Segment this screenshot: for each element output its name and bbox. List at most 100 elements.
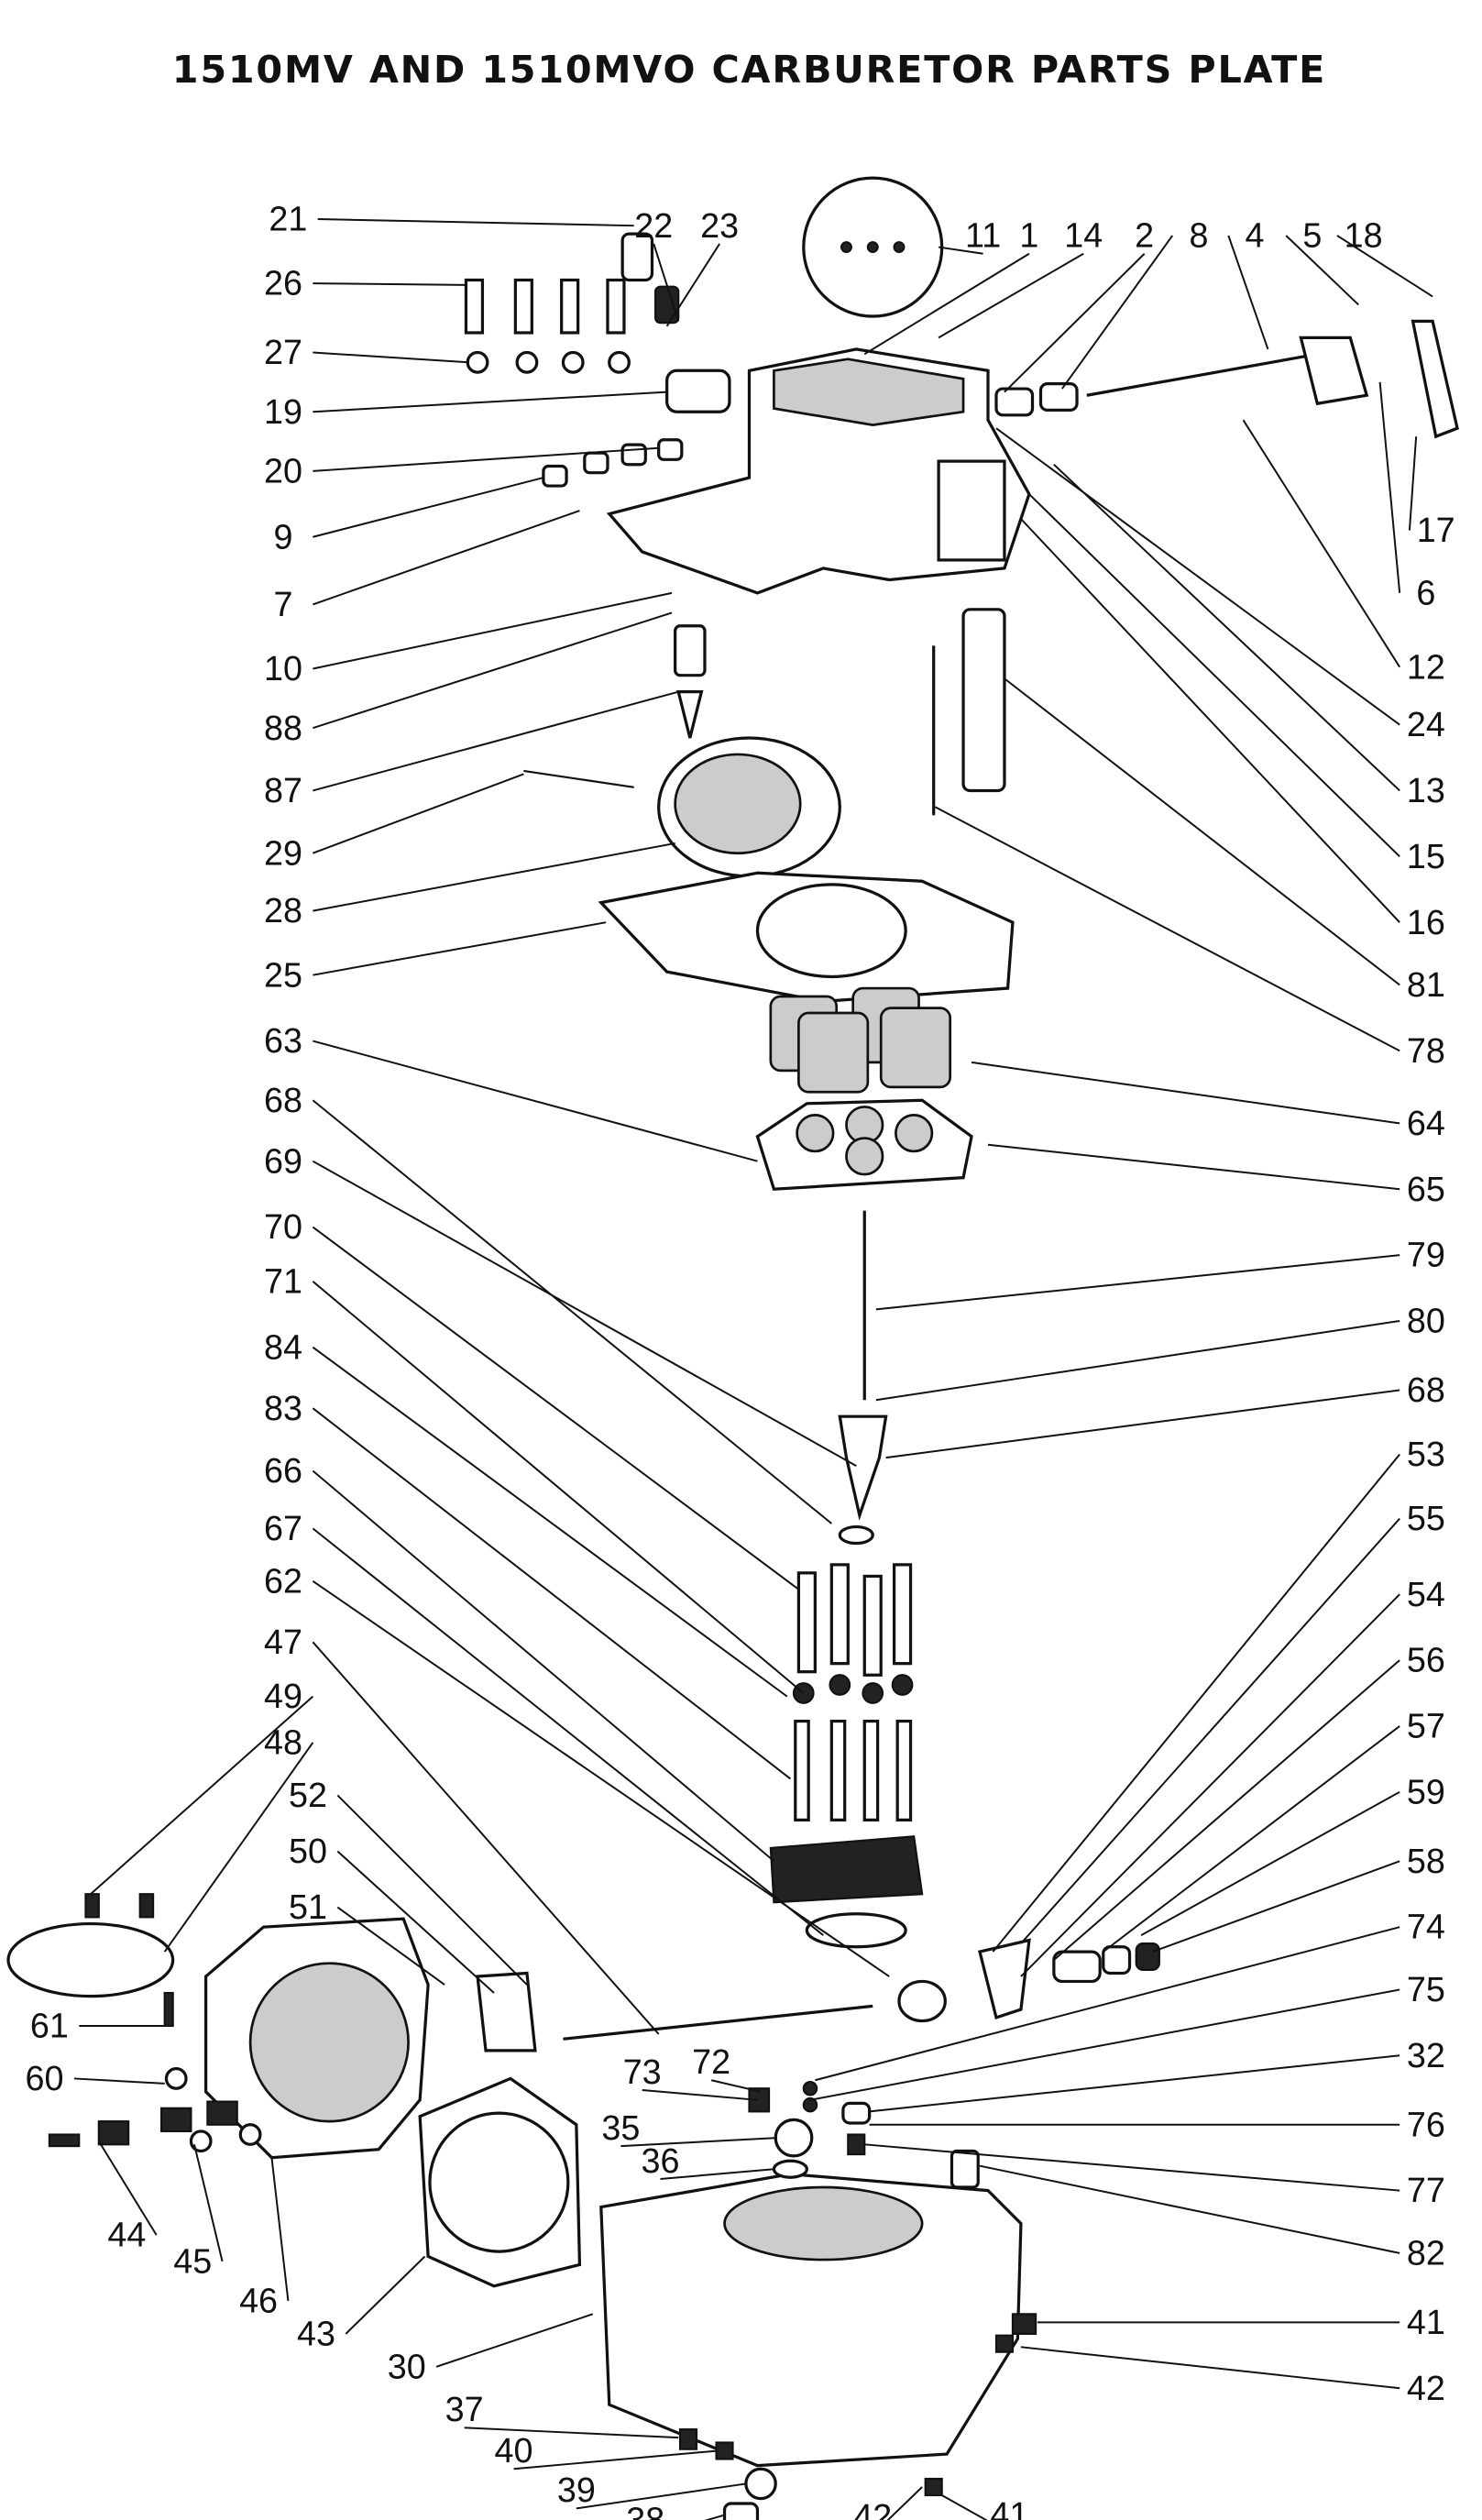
leader-line <box>313 446 659 472</box>
leader-line <box>869 2054 1400 2113</box>
leader-line <box>97 2140 158 2236</box>
leader-line <box>665 243 720 327</box>
part-number-callout: 36 <box>641 2141 679 2180</box>
leader-line <box>971 1061 1400 1125</box>
part-number-callout: 49 <box>264 1677 302 1715</box>
exploded-parts-drawing <box>6 176 1459 2520</box>
part-number-callout: 47 <box>264 1623 302 1661</box>
leader-line <box>1053 1659 1400 1961</box>
leader-line <box>885 1389 1400 1459</box>
part-number-callout: 78 <box>1407 1031 1445 1070</box>
leader-line <box>1103 1725 1400 1953</box>
leader-line <box>987 1143 1400 1191</box>
part-number-callout: 4 <box>1246 216 1265 255</box>
leader-line <box>90 1695 314 1895</box>
leader-line <box>464 2426 679 2439</box>
leader-line <box>312 1160 857 1467</box>
part-number-callout: 80 <box>1407 1302 1445 1340</box>
plate-title: 1510MV AND 1510MVO CARBURETOR PARTS PLAT… <box>172 48 1326 92</box>
part-number-callout: 58 <box>1407 1842 1445 1880</box>
part-number-callout: 12 <box>1407 647 1445 686</box>
part-number-callout: 76 <box>1407 2105 1445 2143</box>
leader-line <box>312 1407 792 1780</box>
leader-line <box>1004 677 1400 986</box>
part-number-callout: 16 <box>1407 903 1445 941</box>
part-number-callout: 71 <box>264 1261 302 1300</box>
part-number-callout: 83 <box>264 1389 302 1427</box>
part-number-callout: 41 <box>1407 2303 1445 2341</box>
part-number-callout: 30 <box>388 2347 426 2385</box>
leader-line <box>576 2482 747 2510</box>
leader-line <box>1285 235 1359 306</box>
part-number-callout: 23 <box>700 206 739 245</box>
part-number-callout: 22 <box>634 206 673 245</box>
part-number-callout: 18 <box>1345 216 1383 255</box>
leader-line <box>313 510 580 606</box>
part-number-callout: 46 <box>239 2282 278 2320</box>
leader-line <box>312 1226 799 1590</box>
part-number-callout: 28 <box>264 891 302 930</box>
leader-line <box>513 2449 719 2470</box>
leader-line <box>1020 1517 1400 1944</box>
part-number-callout: 81 <box>1407 965 1445 1004</box>
leader-line <box>704 2514 725 2520</box>
leader-line <box>313 477 544 538</box>
leader-line <box>1004 253 1146 393</box>
part-number-callout: 50 <box>289 1832 327 1870</box>
leader-line <box>1020 518 1400 923</box>
part-number-callout: 39 <box>557 2470 596 2509</box>
leader-line <box>710 2079 762 2093</box>
leader-line <box>642 2089 758 2101</box>
leader-line <box>875 1319 1400 1402</box>
part-number-callout: 15 <box>1407 837 1445 875</box>
part-number-callout: 54 <box>1407 1575 1445 1613</box>
part-number-callout: 26 <box>264 264 302 303</box>
part-number-callout: 7 <box>274 585 293 623</box>
leader-line <box>317 218 634 227</box>
leader-line <box>313 591 673 670</box>
leader-line <box>995 427 1400 726</box>
leader-line <box>1020 1593 1400 1977</box>
part-number-callout: 5 <box>1302 216 1322 255</box>
part-number-callout: 40 <box>495 2431 533 2470</box>
leader-line <box>193 2144 224 2262</box>
part-number-callout: 13 <box>1407 771 1445 809</box>
bowl-body <box>599 2173 1023 2468</box>
leader-line <box>992 1453 1400 1953</box>
part-number-callout: 61 <box>30 2007 69 2045</box>
part-number-callout: 59 <box>1407 1772 1445 1810</box>
part-number-callout: 84 <box>264 1327 302 1366</box>
leader-line <box>313 773 524 854</box>
part-number-callout: 52 <box>289 1776 327 1814</box>
leader-line <box>1028 493 1400 858</box>
part-number-callout: 79 <box>1407 1236 1445 1274</box>
part-number-callout: 53 <box>1407 1435 1445 1473</box>
part-number-callout: 66 <box>264 1451 302 1490</box>
leader-line <box>938 252 1084 339</box>
part-number-callout: 56 <box>1407 1641 1445 1679</box>
part-number-callout: 51 <box>289 1887 327 1926</box>
part-number-callout: 67 <box>264 1509 302 1547</box>
part-number-callout: 60 <box>26 2059 64 2097</box>
part-number-callout: 43 <box>297 2315 335 2353</box>
part-number-callout: 82 <box>1407 2233 1445 2272</box>
part-number-callout: 44 <box>107 2216 146 2254</box>
leader-line <box>935 806 1400 1052</box>
leader-line <box>1020 2346 1400 2390</box>
leader-line <box>979 2164 1400 2254</box>
part-number-callout: 48 <box>264 1723 302 1762</box>
leader-line <box>941 2494 988 2520</box>
leader-line <box>336 1906 445 1986</box>
leader-line <box>1140 1790 1400 1936</box>
part-number-callout: 42 <box>853 2497 892 2520</box>
part-number-callout: 25 <box>264 955 302 994</box>
part-number-callout: 68 <box>264 1081 302 1119</box>
leader-line <box>73 2077 165 2085</box>
part-number-callout: 8 <box>1189 216 1208 255</box>
leader-line <box>336 1794 528 1986</box>
part-number-callout: 87 <box>264 771 302 809</box>
leader-line <box>620 2137 778 2148</box>
part-number-callout: 17 <box>1417 511 1455 549</box>
leader-line <box>313 391 667 413</box>
leader-line <box>312 1346 788 1698</box>
